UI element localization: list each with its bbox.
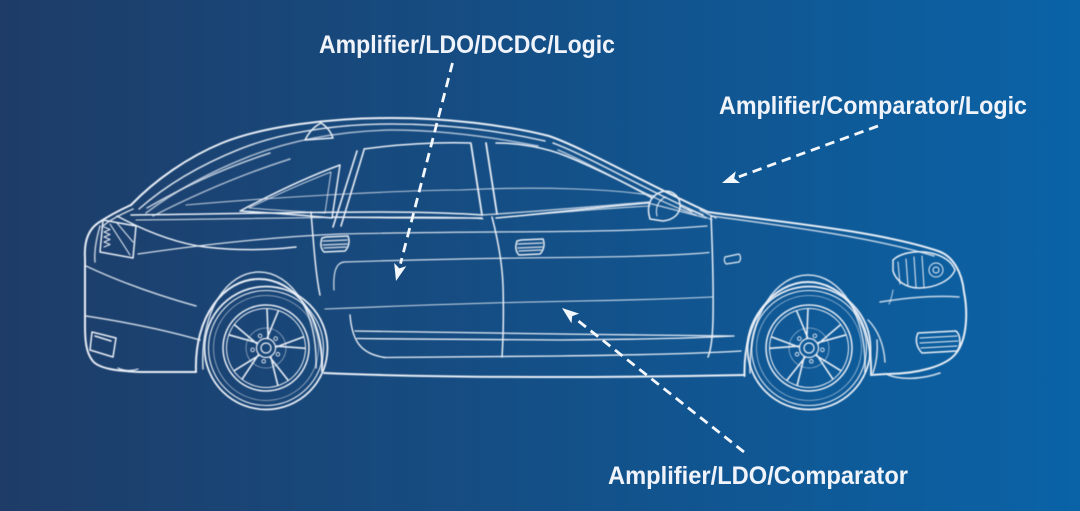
svg-text:Amplifier/LDO/DCDC/Logic: Amplifier/LDO/DCDC/Logic [319, 31, 615, 59]
svg-text:Amplifier/Comparator/Logic: Amplifier/Comparator/Logic [719, 92, 1027, 120]
svg-text:Amplifier/LDO/Comparator: Amplifier/LDO/Comparator [608, 462, 908, 490]
